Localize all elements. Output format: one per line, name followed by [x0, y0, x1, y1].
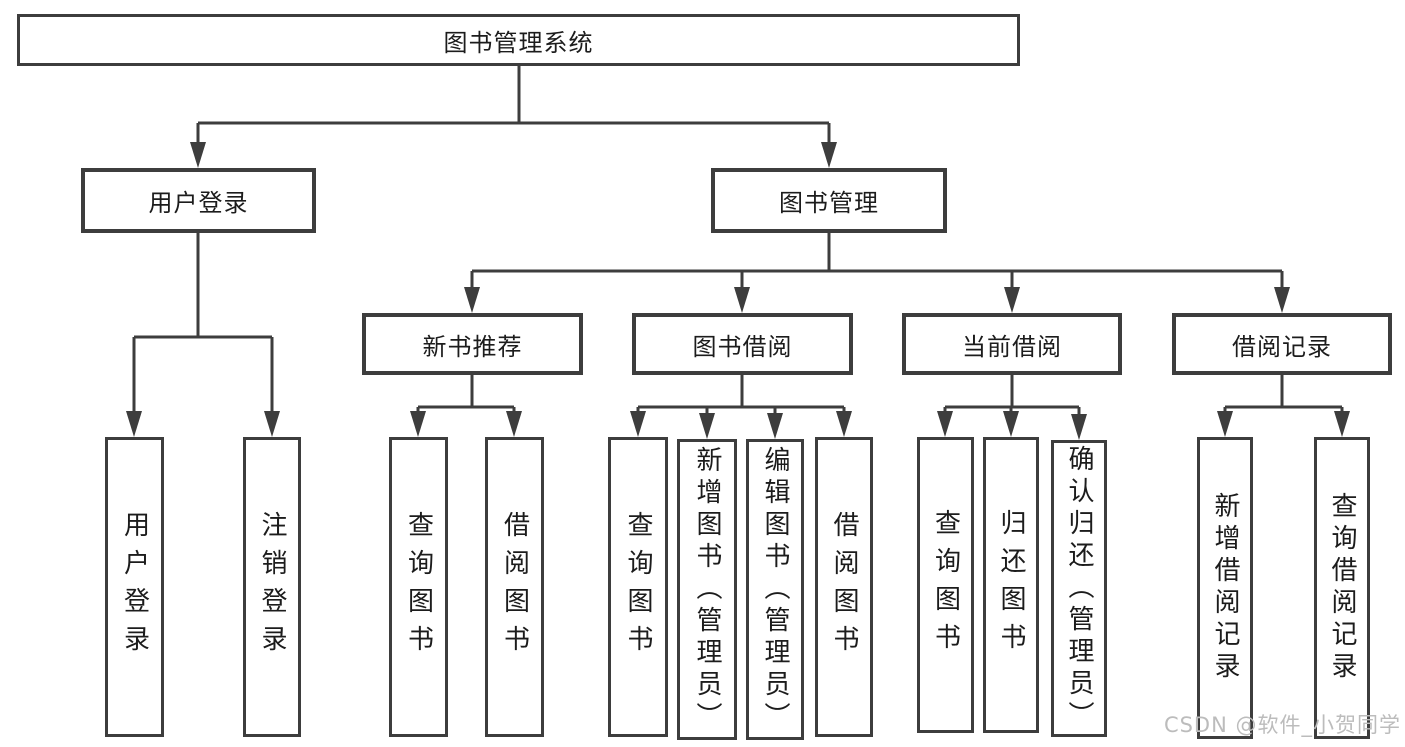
leaf-query-books-borrow: 查询图书: [608, 437, 668, 737]
leaf-add-borrow-record-label: 新增借阅记录: [1210, 492, 1240, 684]
leaf-return-book: 归还图书: [983, 437, 1039, 733]
leaf-return-book-label: 归还图书: [996, 509, 1026, 661]
leaf-edit-book-admin-label: 编辑图书（管理员）: [760, 445, 790, 734]
connector-user-login-split: [126, 233, 280, 437]
node-user-login-branch-label: 用户登录: [148, 189, 249, 217]
node-book-management: 图书管理: [711, 168, 947, 233]
leaf-logout-label: 注销登录: [257, 511, 287, 663]
connector-root-split: [190, 66, 837, 168]
leaf-borrow-books-recommend: 借阅图书: [485, 437, 544, 737]
leaf-confirm-return-admin-label: 确认归还（管理员）: [1064, 444, 1094, 733]
connector-book-borrow-split: [630, 375, 852, 439]
node-user-login-branch: 用户登录: [81, 168, 316, 233]
connector-new-book-split: [410, 375, 522, 437]
leaf-query-books-recommend-label: 查询图书: [403, 511, 434, 663]
leaf-query-books-current: 查询图书: [917, 437, 974, 733]
node-new-book-recommend: 新书推荐: [362, 313, 583, 375]
node-system-root: 图书管理系统: [17, 14, 1020, 66]
node-current-borrow-label: 当前借阅: [962, 332, 1062, 361]
node-book-borrow-label: 图书借阅: [692, 332, 793, 361]
connector-book-management-split: [464, 233, 1290, 313]
node-borrow-records: 借阅记录: [1172, 313, 1392, 375]
leaf-query-borrow-record: 查询借阅记录: [1314, 437, 1370, 739]
leaf-query-books-current-label: 查询图书: [930, 509, 961, 661]
node-borrow-records-label: 借阅记录: [1232, 332, 1332, 361]
leaf-borrow-books: 借阅图书: [815, 437, 873, 737]
leaf-query-borrow-record-label: 查询借阅记录: [1327, 492, 1357, 684]
csdn-watermark: CSDN @软件_小贺同学: [1163, 713, 1401, 737]
leaf-add-book-admin: 新增图书（管理员）: [677, 439, 737, 740]
connector-current-borrow-split: [937, 375, 1087, 440]
leaf-user-login: 用户登录: [105, 437, 164, 737]
leaf-confirm-return-admin: 确认归还（管理员）: [1051, 440, 1107, 737]
node-book-borrow: 图书借阅: [632, 313, 853, 375]
node-book-management-label: 图书管理: [779, 189, 879, 217]
connector-borrow-record-split: [1217, 375, 1350, 437]
leaf-edit-book-admin: 编辑图书（管理员）: [746, 439, 804, 740]
node-current-borrow: 当前借阅: [902, 313, 1122, 375]
leaf-borrow-books-recommend-label: 借阅图书: [499, 511, 530, 663]
leaf-borrow-books-label: 借阅图书: [829, 511, 859, 663]
node-system-root-label: 图书管理系统: [443, 28, 594, 57]
leaf-query-books-recommend: 查询图书: [389, 437, 448, 737]
node-new-book-recommend-label: 新书推荐: [422, 332, 523, 361]
leaf-logout: 注销登录: [243, 437, 301, 737]
leaf-add-book-admin-label: 新增图书（管理员）: [692, 445, 722, 734]
leaf-user-login-label: 用户登录: [119, 511, 150, 663]
leaf-query-books-borrow-label: 查询图书: [623, 511, 653, 663]
leaf-add-borrow-record: 新增借阅记录: [1197, 437, 1253, 739]
